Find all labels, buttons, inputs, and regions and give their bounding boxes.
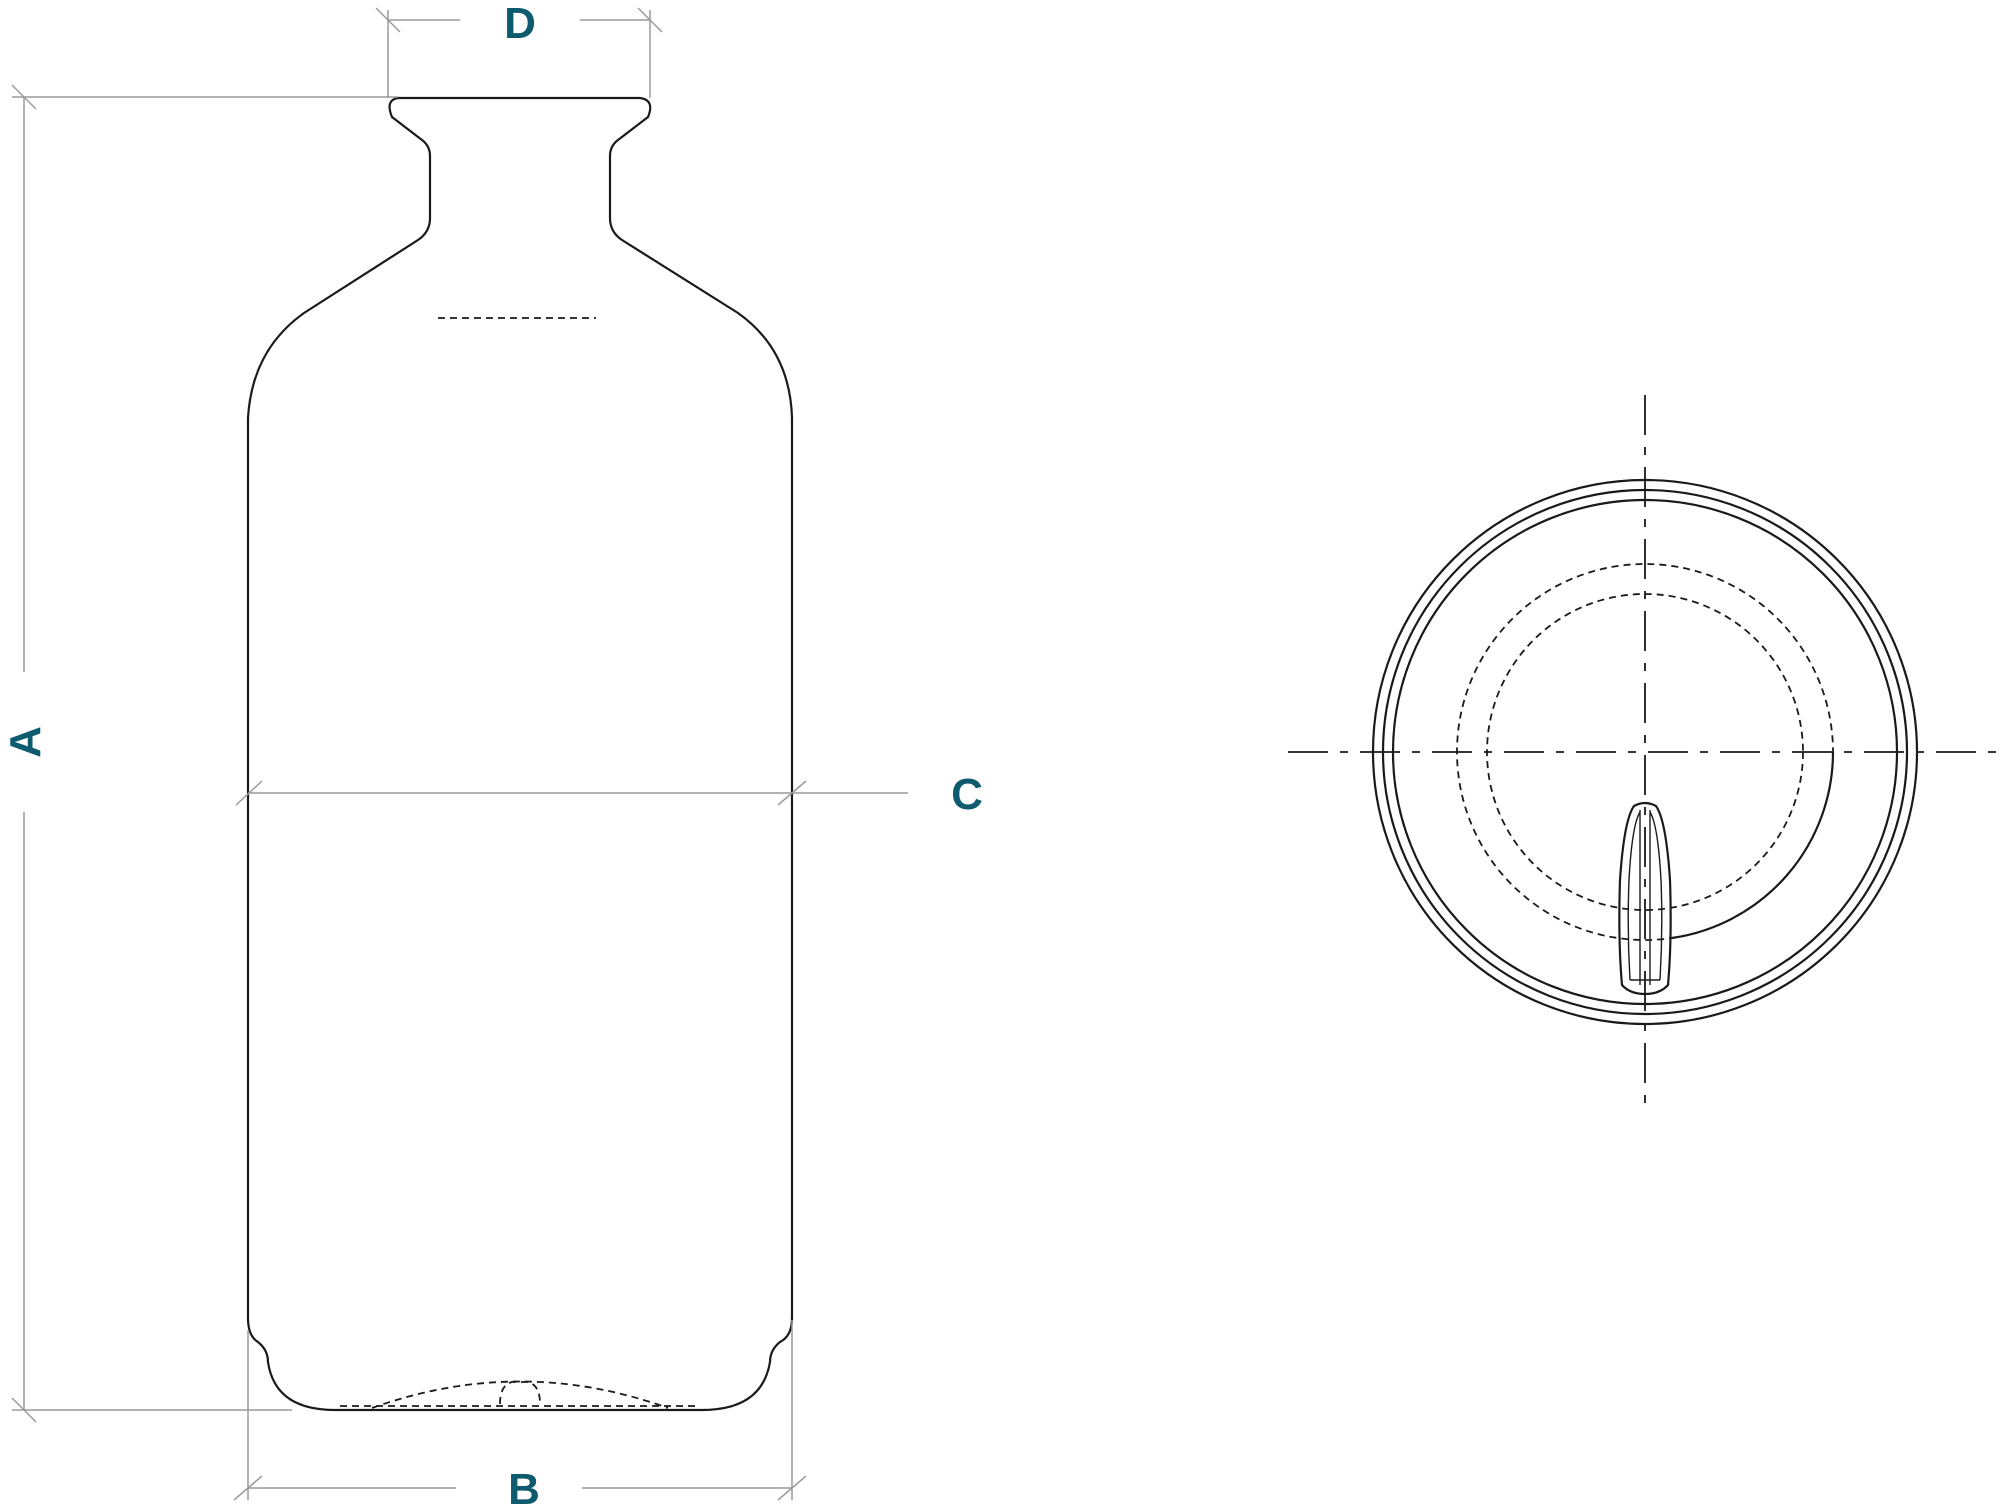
neck-arc — [1671, 751, 1835, 940]
dimension-d-label: D — [504, 0, 536, 48]
dimension-b-label: B — [508, 1465, 540, 1508]
bottle-top-view — [1288, 395, 2000, 1108]
dimension-d: D — [375, 0, 663, 98]
dimension-c-label: C — [951, 770, 983, 819]
lug-inner — [1627, 810, 1663, 985]
dimension-c: C — [235, 770, 983, 819]
bottle-side-view — [246, 96, 794, 1412]
dimension-a-label: A — [1, 726, 50, 758]
dimension-b: B — [233, 1320, 807, 1508]
dimension-a: A — [1, 84, 398, 1423]
bottle-outline — [246, 96, 794, 1412]
base-nub — [499, 1381, 541, 1405]
base-punt — [371, 1380, 669, 1409]
lug-outline — [1618, 801, 1672, 996]
